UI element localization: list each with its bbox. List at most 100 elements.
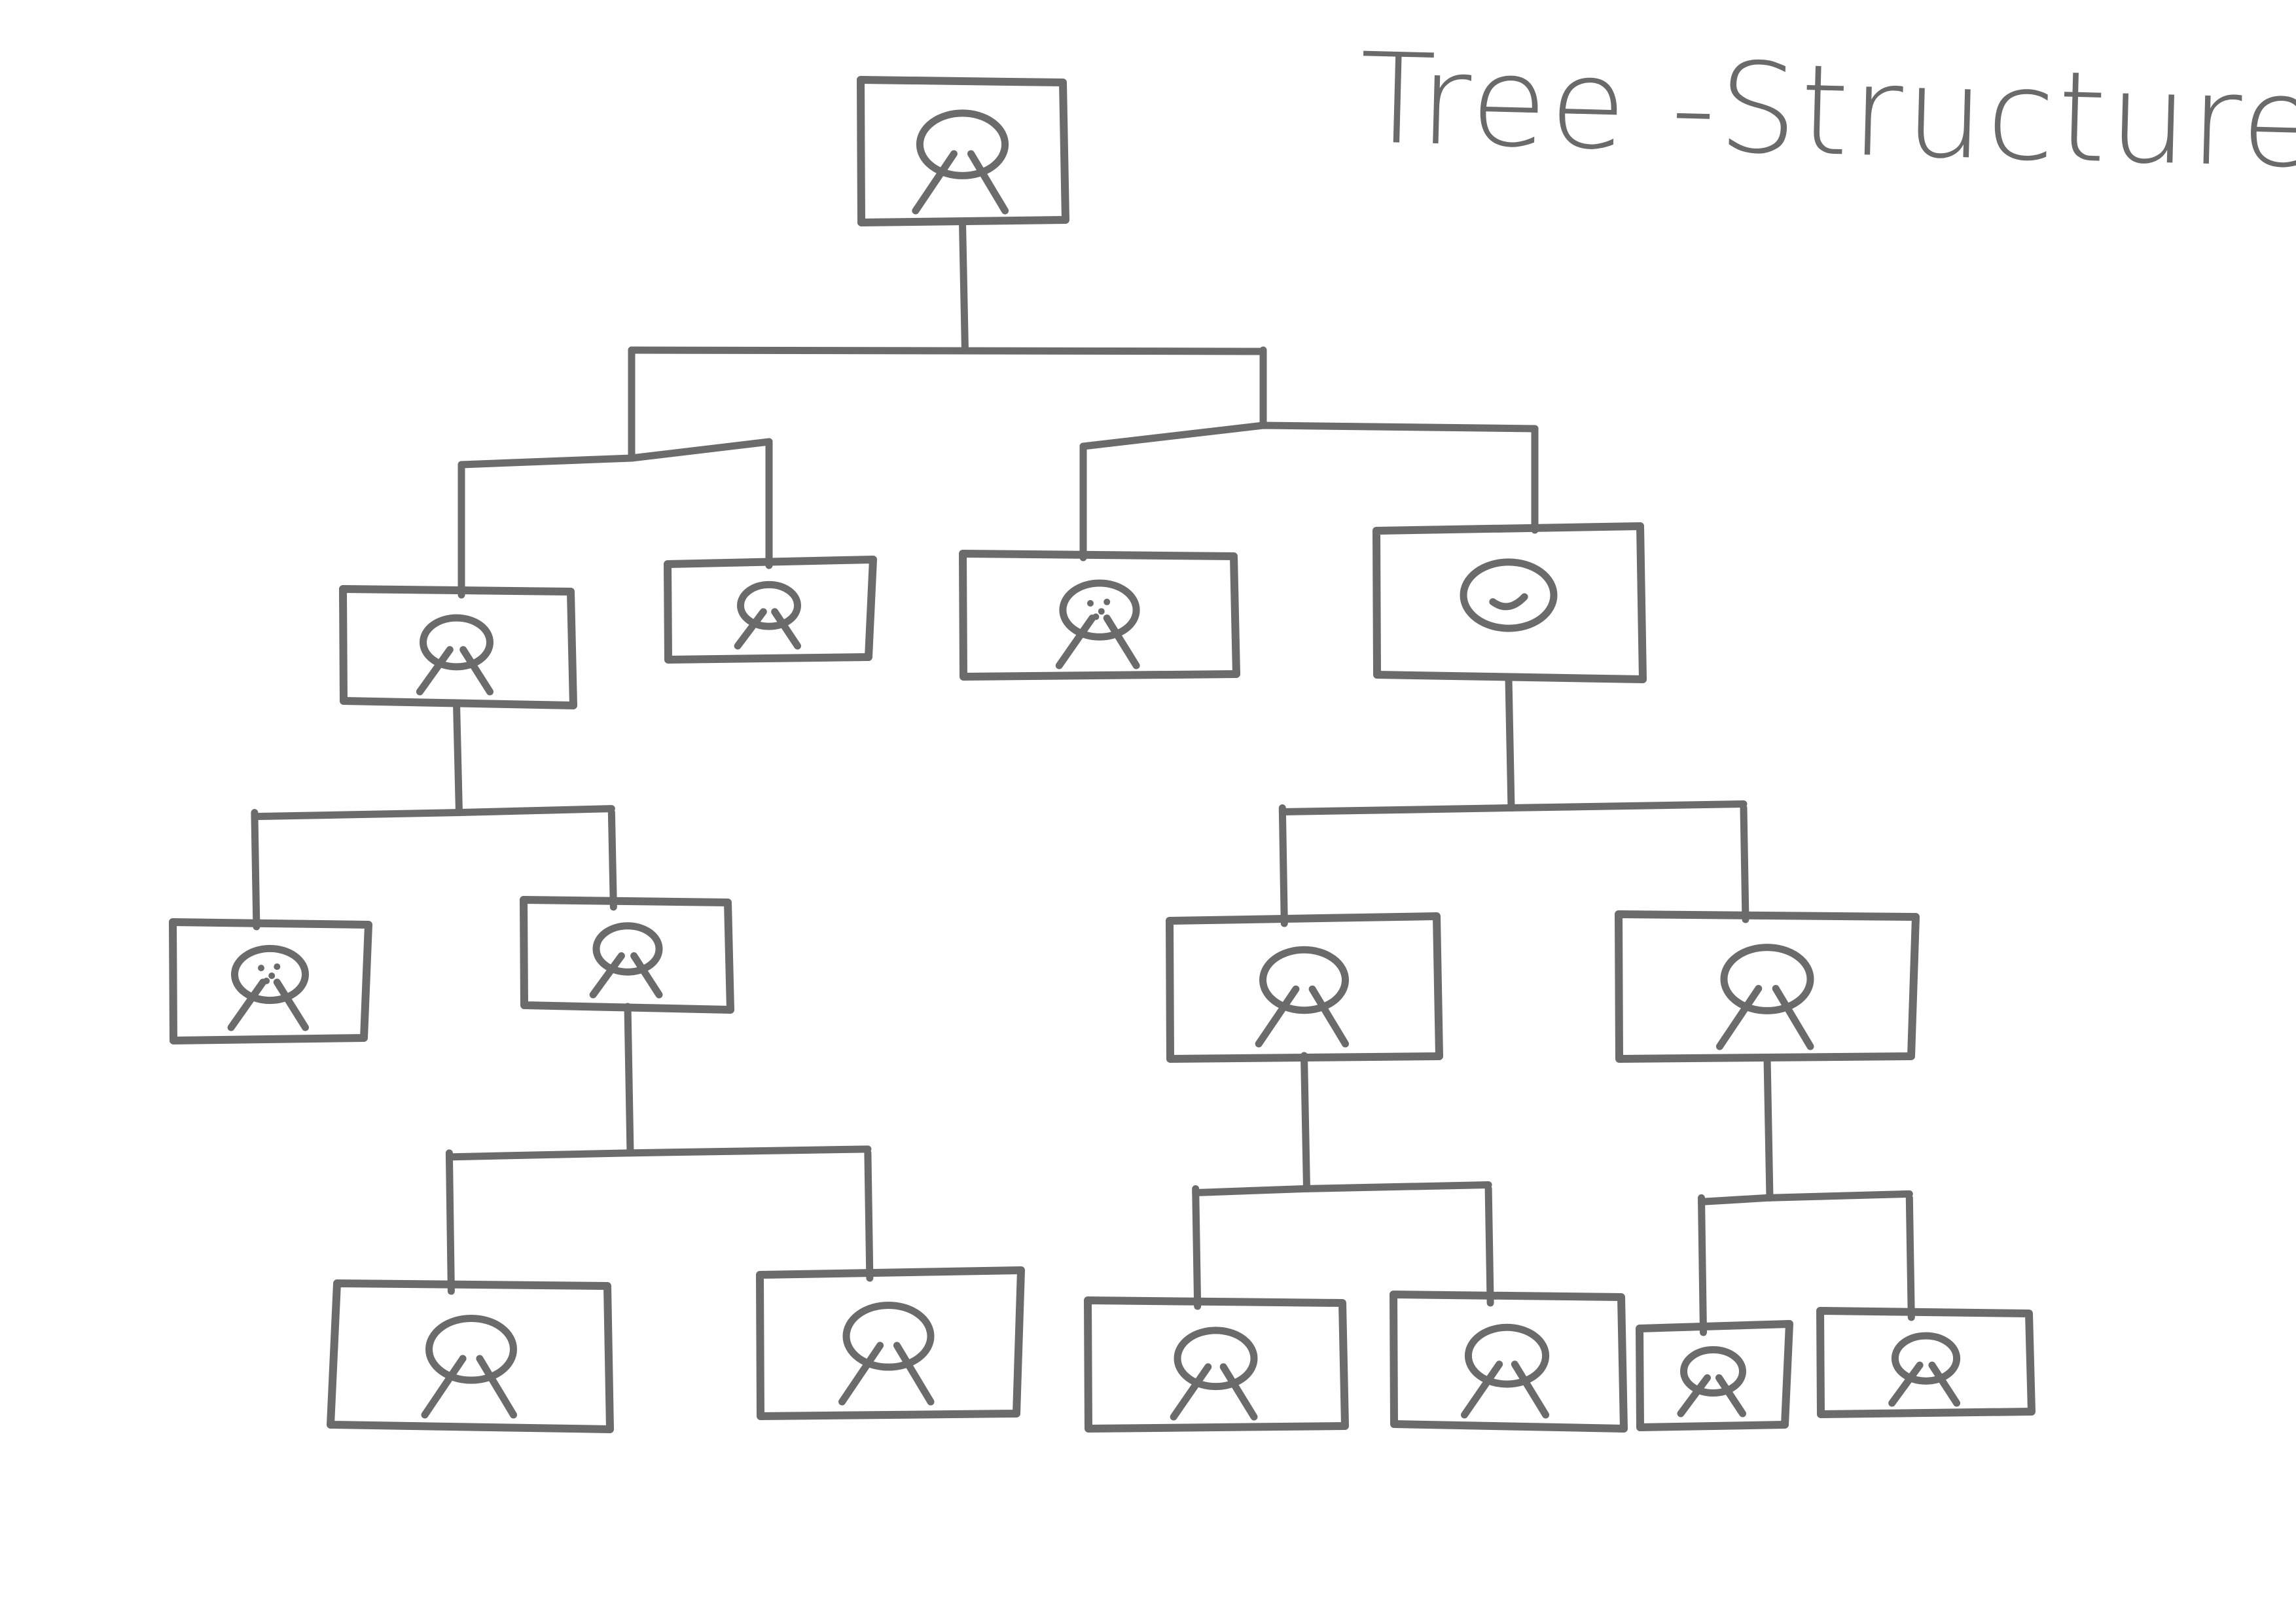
- head-shape: [1259, 946, 1349, 1014]
- body-stroke: [416, 646, 454, 696]
- face-dot: [1092, 613, 1100, 620]
- tree-nodes: [169, 76, 2036, 1433]
- body-stroke: [771, 608, 801, 650]
- tree-node-l1-c: [959, 550, 1240, 681]
- body-stroke: [273, 978, 309, 1031]
- tree-node-l3-c: [1084, 1296, 1349, 1433]
- head-shape: [737, 580, 801, 630]
- tree-node-l2-b: [520, 896, 734, 1014]
- person-icon: [1460, 558, 1558, 632]
- person-icon: [1170, 1327, 1258, 1421]
- tree-node-l3-e: [1636, 1320, 1793, 1431]
- body-stroke: [1511, 1361, 1550, 1419]
- head-shape: [916, 109, 1009, 179]
- connector-bus: [628, 346, 1267, 355]
- connector-trunk: [1300, 1052, 1310, 1192]
- head-shape: [1891, 1332, 1961, 1385]
- body-stroke: [459, 646, 493, 696]
- person-icon: [589, 922, 663, 999]
- body-stroke: [1103, 614, 1140, 669]
- head-shape: [425, 1314, 517, 1384]
- tree-node-l2-c: [1166, 912, 1443, 1063]
- person-icon: [1715, 944, 1814, 1050]
- body-stroke: [893, 1342, 935, 1406]
- head-shape: [1174, 1327, 1258, 1391]
- connector-drop: [445, 1149, 455, 1295]
- node-box: [327, 1279, 614, 1433]
- node-box: [1615, 910, 1920, 1063]
- connector-l1-d: [1278, 674, 1749, 927]
- node-box: [1372, 522, 1647, 683]
- connector-drop: [864, 1149, 874, 1282]
- head-shape: [1680, 1346, 1746, 1397]
- face-dot: [1086, 599, 1094, 607]
- connector-trunk: [1505, 674, 1515, 812]
- person-icon: [1888, 1332, 1961, 1407]
- body-stroke: [1928, 1361, 1961, 1407]
- body-stroke: [1888, 1361, 1924, 1407]
- tree-node-l2-a: [169, 918, 372, 1044]
- person-icon: [838, 1301, 935, 1406]
- connector-root: [457, 219, 1539, 599]
- person-icon: [912, 109, 1009, 215]
- connector-drop: [251, 809, 260, 931]
- connector-bus: [1698, 1190, 1913, 1205]
- connector-bus: [251, 805, 615, 821]
- body-stroke: [227, 978, 267, 1031]
- body-stroke: [1460, 1361, 1503, 1419]
- connector-drop: [1278, 804, 1288, 927]
- connector-l2-d: [1698, 1054, 1915, 1336]
- face-dot: [263, 977, 270, 984]
- connector-l2-b: [445, 1003, 874, 1295]
- face-dot: [258, 965, 264, 972]
- connector-drop: [607, 809, 617, 911]
- node-box: [339, 585, 577, 709]
- connector-bus: [1079, 421, 1539, 450]
- tree-node-l1-d: [1372, 522, 1647, 683]
- head-shape: [1460, 558, 1558, 632]
- body-stroke: [838, 1342, 884, 1406]
- connector-l2-c: [1192, 1052, 1494, 1310]
- head-shape: [1059, 579, 1140, 641]
- head-shape: [420, 614, 493, 671]
- body-stroke: [1677, 1374, 1711, 1418]
- body-stroke: [1772, 985, 1814, 1050]
- tree-node-l3-a: [327, 1279, 614, 1433]
- body-stroke: [589, 952, 625, 999]
- person-icon: [1055, 579, 1140, 669]
- node-box: [756, 1266, 1025, 1420]
- face-dot: [268, 972, 276, 979]
- body-stroke: [630, 952, 663, 999]
- tree-node-l3-f: [1816, 1307, 2036, 1418]
- node-box: [1390, 1291, 1628, 1433]
- connector-drop: [1484, 1185, 1494, 1307]
- head-shape: [1464, 1323, 1550, 1388]
- node-box: [959, 550, 1240, 681]
- tree-node-l2-d: [1615, 910, 1920, 1063]
- person-icon: [1460, 1323, 1550, 1419]
- person-icon: [734, 580, 801, 650]
- body-stroke: [1055, 614, 1096, 669]
- connector-drop: [1740, 804, 1749, 923]
- head-shape: [231, 944, 309, 1005]
- connector-drop: [1192, 1185, 1202, 1310]
- node-box: [1816, 1307, 2036, 1418]
- connector-bus: [457, 438, 773, 469]
- head-shape: [592, 922, 663, 976]
- body-stroke: [912, 150, 958, 215]
- diagram-title: Tree -Structured: [1357, 26, 2296, 198]
- connector-lines: [251, 219, 1915, 1336]
- tree-node-l3-d: [1390, 1291, 1628, 1433]
- connector-bus: [1278, 800, 1748, 816]
- connector-trunk: [1763, 1054, 1774, 1202]
- connector-drop: [1905, 1194, 1915, 1321]
- head-shape: [1720, 944, 1814, 1014]
- body-stroke: [734, 608, 767, 650]
- face-dot: [1098, 608, 1105, 615]
- node-box: [1636, 1320, 1793, 1431]
- person-icon: [421, 1314, 517, 1419]
- smile-stroke: [1489, 593, 1528, 611]
- body-stroke: [1715, 985, 1763, 1050]
